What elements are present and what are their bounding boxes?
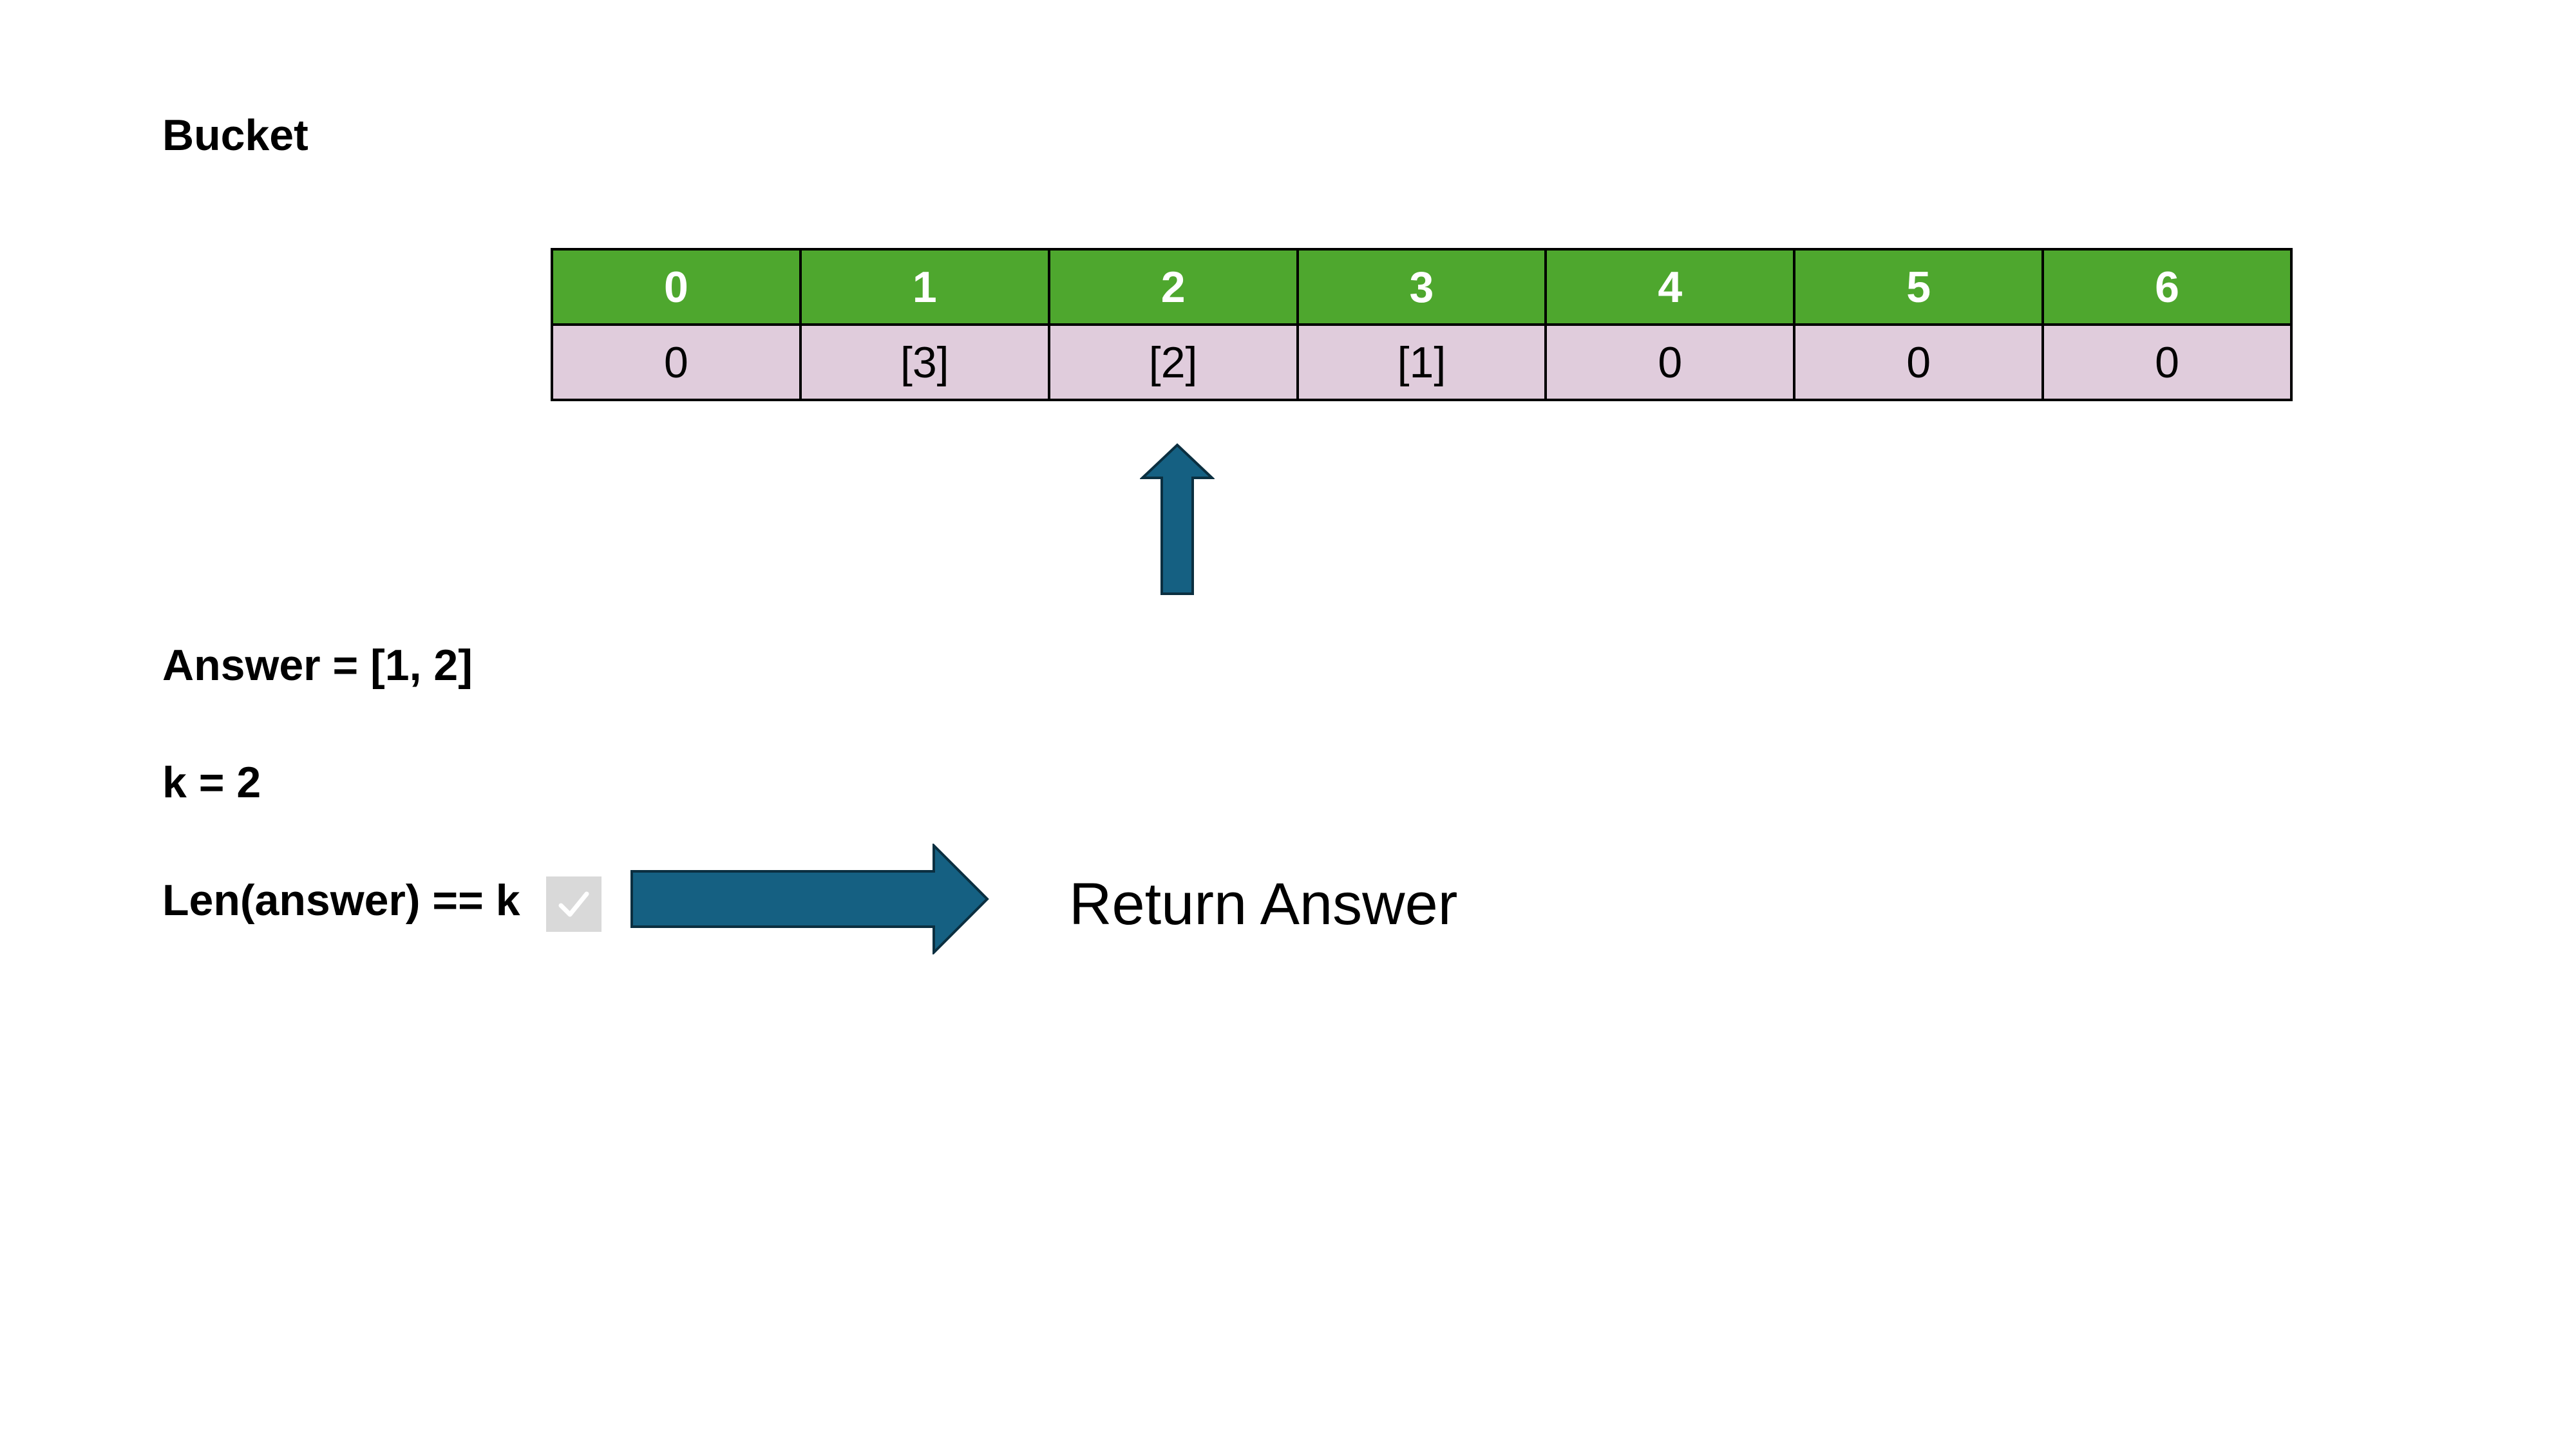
pointer-up-arrow-icon [1140, 443, 1215, 595]
bucket-value-row: 0 [3] [2] [1] 0 0 0 [551, 323, 2293, 401]
bucket-value-cell: [1] [1296, 323, 1548, 401]
bucket-index-cell: 2 [1047, 248, 1299, 326]
bucket-value-cell: [2] [1047, 323, 1299, 401]
bucket-value-cell: [3] [799, 323, 1050, 401]
bucket-value-cell: 0 [1793, 323, 2045, 401]
bucket-array: 0 1 2 3 4 5 6 0 [3] [2] [1] 0 0 0 [551, 248, 2293, 401]
return-answer-text: Return Answer [1069, 871, 1458, 937]
bucket-index-cell: 0 [551, 248, 802, 326]
bucket-index-cell: 4 [1544, 248, 1796, 326]
bucket-value-cell: 0 [1544, 323, 1796, 401]
bucket-index-cell: 6 [2041, 248, 2293, 326]
k-line: k = 2 [162, 758, 261, 807]
bucket-index-row: 0 1 2 3 4 5 6 [551, 248, 2293, 326]
bucket-index-cell: 1 [799, 248, 1050, 326]
bucket-index-cell: 3 [1296, 248, 1548, 326]
bucket-value-cell: 0 [2041, 323, 2293, 401]
checkmark-icon [546, 876, 601, 932]
bucket-index-cell: 5 [1793, 248, 2045, 326]
bucket-value-cell: 0 [551, 323, 802, 401]
bucket-title: Bucket [162, 111, 308, 160]
right-arrow-icon [630, 844, 989, 954]
answer-line: Answer = [1, 2] [162, 641, 473, 690]
condition-line: Len(answer) == k [162, 876, 520, 925]
